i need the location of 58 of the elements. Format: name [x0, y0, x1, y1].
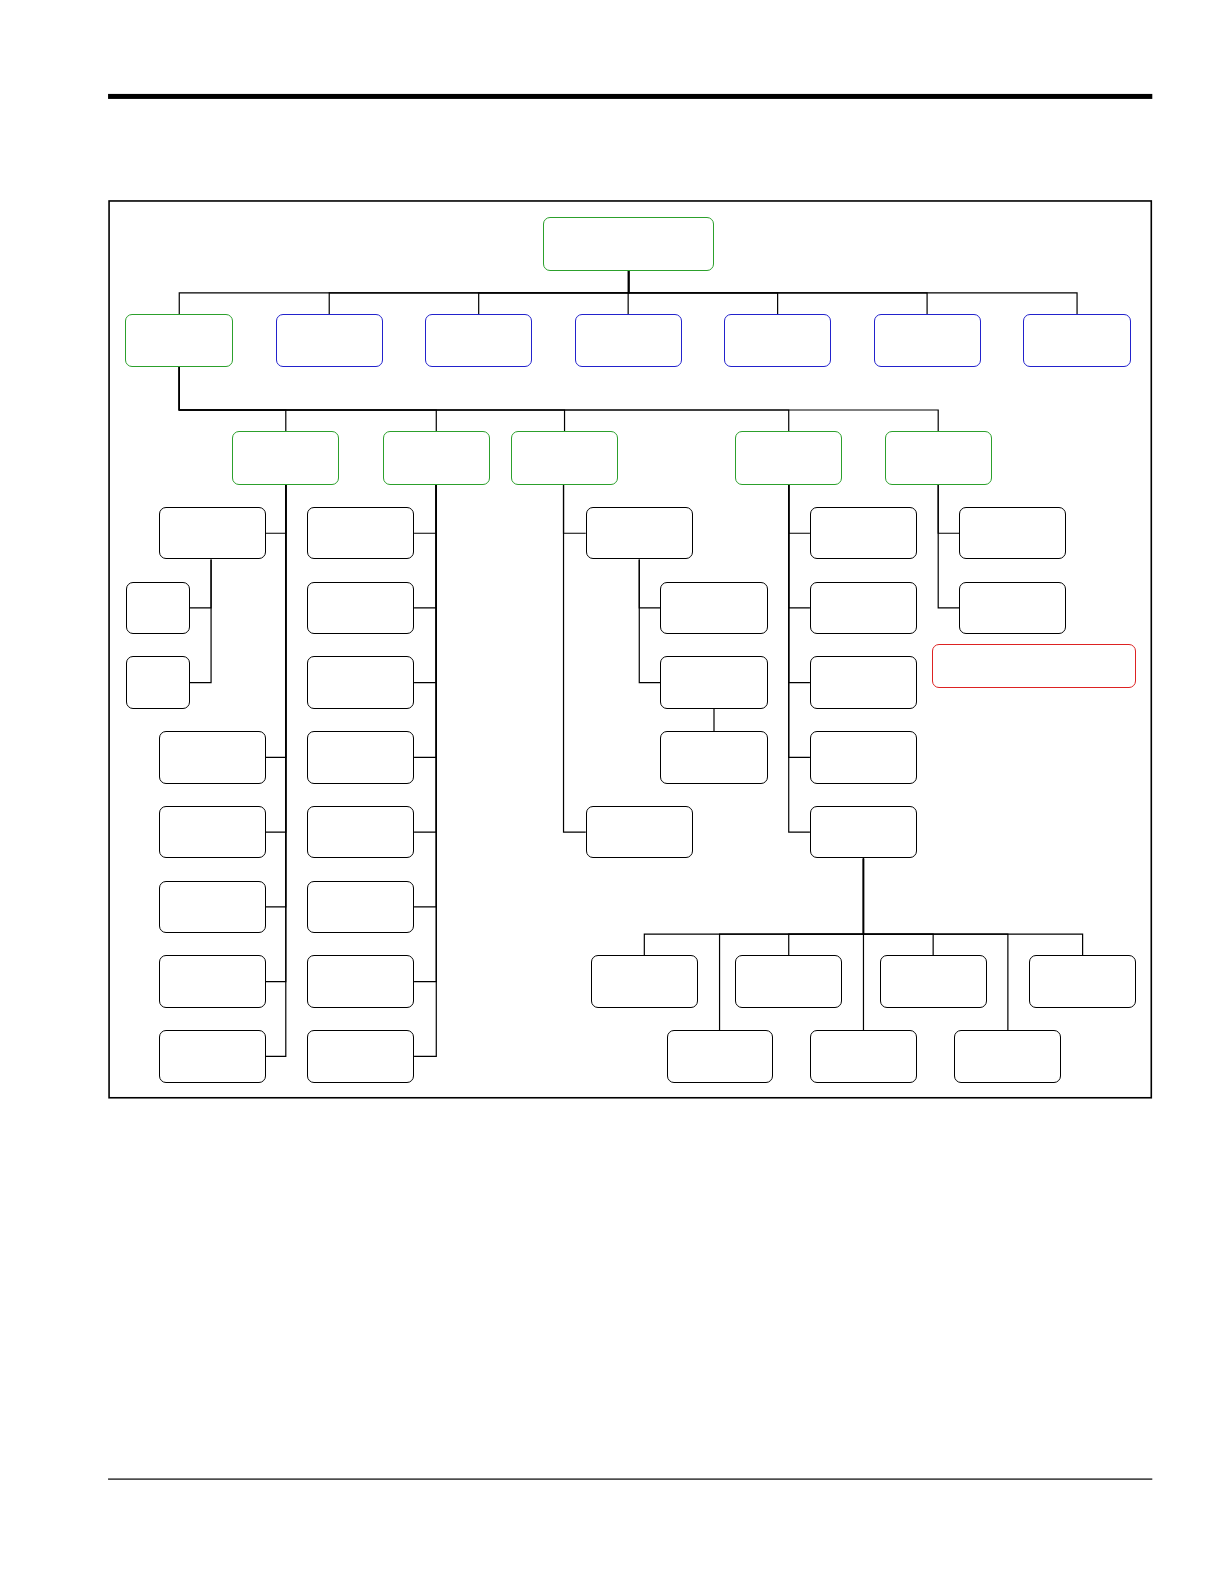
org-box — [809, 506, 917, 560]
org-box — [809, 731, 917, 784]
org-box — [307, 731, 415, 784]
org-box — [382, 431, 490, 485]
org-box — [954, 1030, 1062, 1083]
org-box — [660, 656, 768, 709]
org-box — [158, 1030, 266, 1083]
org-box — [307, 656, 415, 709]
connector-line — [178, 366, 939, 432]
connector-line — [562, 484, 587, 833]
org-box — [158, 805, 266, 859]
org-box — [660, 581, 768, 635]
org-box — [585, 506, 693, 560]
org-box — [158, 955, 266, 1008]
org-box — [809, 581, 917, 635]
org-box — [959, 506, 1067, 560]
org-box — [307, 880, 415, 934]
org-box — [126, 656, 190, 709]
org-box — [425, 314, 533, 367]
org-box — [307, 1030, 415, 1083]
org-box — [660, 731, 768, 784]
org-box — [735, 431, 843, 485]
org-box — [932, 644, 1137, 688]
org-box — [1029, 955, 1137, 1008]
connector-line — [189, 558, 212, 684]
org-box — [307, 805, 415, 859]
org-box — [809, 656, 917, 709]
org-box — [543, 217, 714, 271]
connector-line — [862, 857, 1009, 1031]
org-box — [724, 314, 832, 367]
org-box — [809, 1030, 917, 1083]
connector-line — [788, 484, 811, 833]
org-box — [590, 955, 698, 1008]
org-box — [574, 314, 682, 367]
org-box — [158, 731, 266, 784]
org-box — [158, 880, 266, 934]
org-box — [879, 955, 987, 1008]
connector-line — [638, 558, 662, 684]
org-box — [125, 314, 234, 367]
org-box — [735, 955, 843, 1008]
org-box — [873, 314, 981, 367]
connector-line — [628, 270, 1078, 315]
org-box — [158, 506, 266, 560]
org-box — [585, 805, 693, 859]
connector-line — [937, 484, 960, 609]
org-box — [666, 1030, 773, 1083]
org-box — [809, 805, 917, 859]
org-box — [1023, 314, 1132, 367]
org-box — [959, 581, 1067, 635]
org-box — [511, 431, 619, 485]
connector-line — [713, 708, 715, 732]
org-box — [307, 581, 415, 635]
org-box — [126, 581, 190, 635]
org-box — [884, 431, 992, 485]
org-box — [232, 431, 340, 485]
org-box — [275, 314, 383, 367]
org-box — [307, 506, 415, 560]
org-box — [307, 955, 415, 1008]
